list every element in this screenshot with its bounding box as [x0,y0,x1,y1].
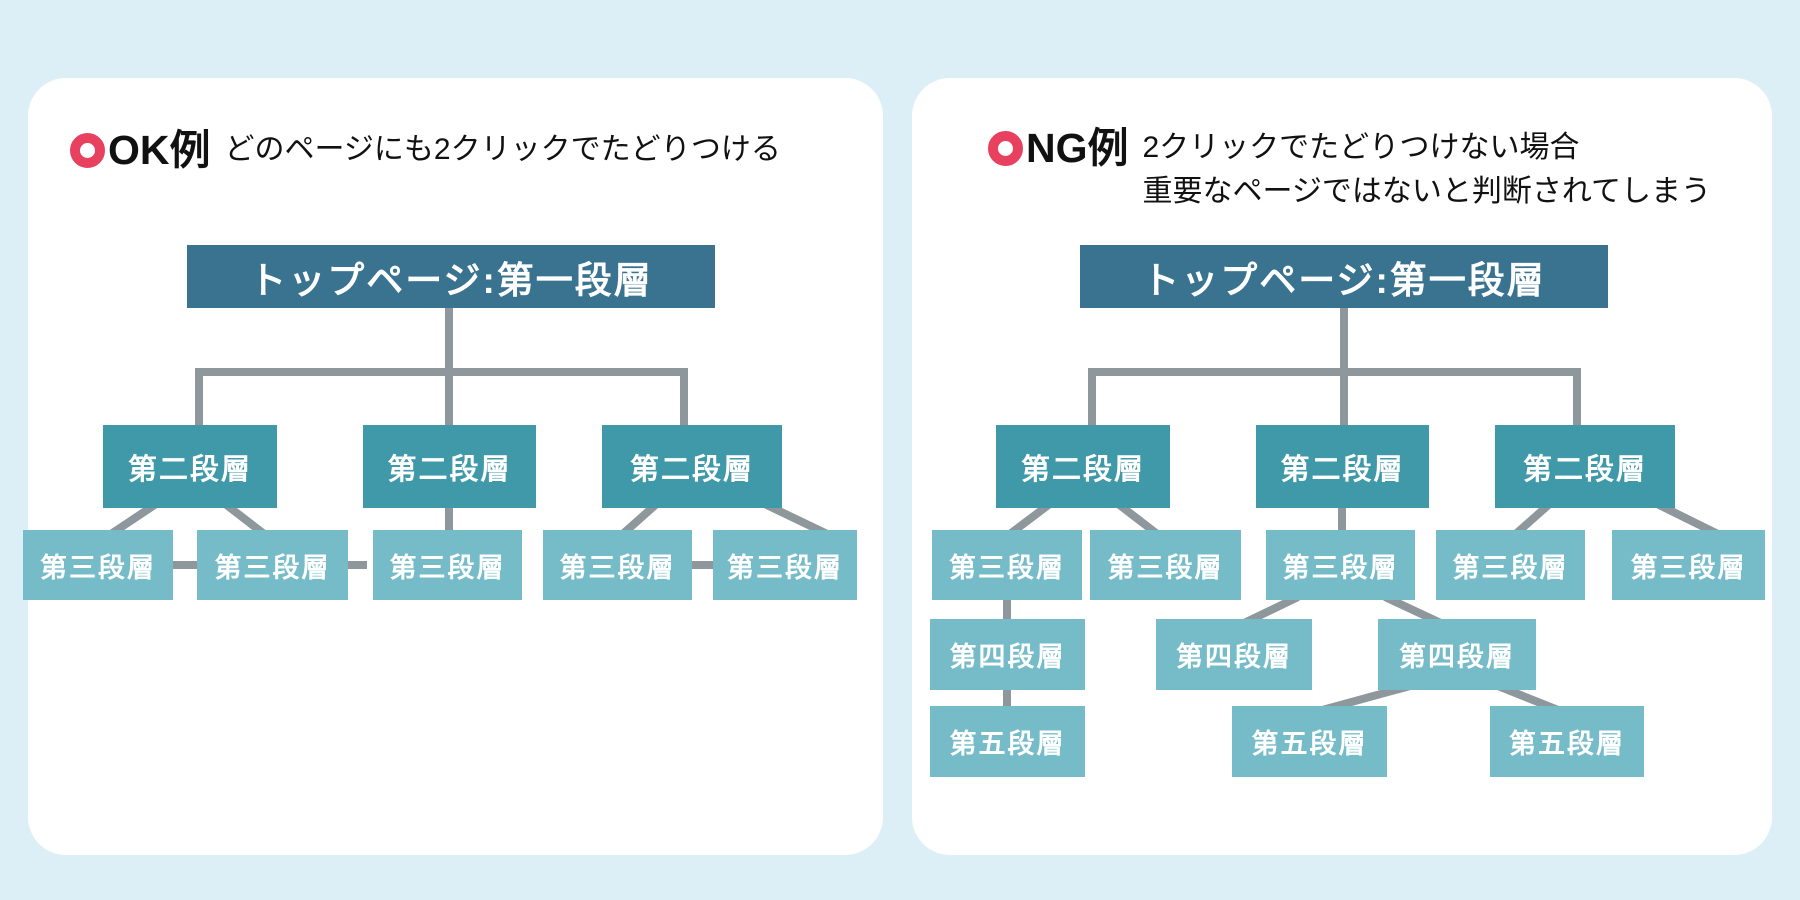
ok-description: どのページにも2クリックでたどりつける [224,133,781,166]
ng-level3-box-2: 第三段層 [1090,530,1241,600]
ng-level2-box-3: 第二段層 [1495,425,1675,508]
ng-circle-icon [988,131,1023,166]
ng-level2-box-1: 第二段層 [996,425,1170,508]
ng-level3-box-1: 第三段層 [932,530,1082,600]
ok-circle-icon [70,133,105,168]
ng-level4-box-1: 第四段層 [930,619,1085,690]
ok-level2-box-2: 第二段層 [363,425,536,508]
ok-level3-box-5: 第三段層 [713,530,857,600]
ng-level5-box-2: 第五段層 [1232,706,1387,777]
ng-level4-box-3: 第四段層 [1378,619,1536,690]
ok-level3-box-1: 第三段層 [23,530,173,600]
ng-level2-box-2: 第二段層 [1256,425,1429,508]
ng-description-line1: 2クリックでたどりつけない場合 [1142,131,1580,164]
ok-panel-title: OK例 どのページにも2クリックでたどりつける [70,128,781,173]
ok-level3-box-4: 第三段層 [543,530,692,600]
ng-level1-box: トップページ:第一段層 [1080,245,1608,308]
ok-level2-box-1: 第二段層 [103,425,277,508]
ng-level3-box-4: 第三段層 [1436,530,1585,600]
ng-badge-label: NG例 [1026,125,1129,171]
ok-level1-box: トップページ:第一段層 [187,245,715,308]
ng-level3-box-5: 第三段層 [1612,530,1765,600]
ng-description-line2: 重要なページではないと判断されてしまう [1142,175,1712,208]
ng-level5-box-3: 第五段層 [1490,706,1644,777]
ok-level2-box-3: 第二段層 [602,425,782,508]
ok-level3-box-2: 第三段層 [197,530,348,600]
ng-level5-box-1: 第五段層 [930,706,1085,777]
ok-level3-box-3: 第三段層 [373,530,522,600]
ng-level3-box-3: 第三段層 [1266,530,1415,600]
ok-badge-label: OK例 [108,127,211,173]
ng-level4-box-2: 第四段層 [1156,619,1312,690]
ng-panel-title: NG例 2クリックでたどりつけない場合 重要なページではないと判断されてしまう [988,126,1711,214]
ng-connectors [999,306,1738,716]
